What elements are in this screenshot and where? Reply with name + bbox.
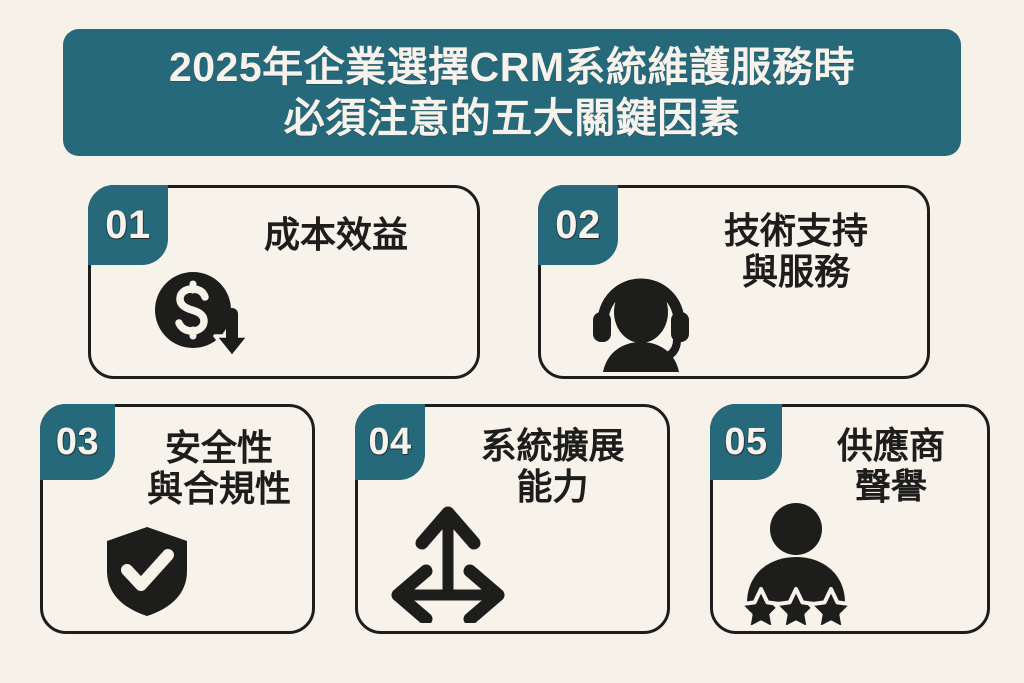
factor-card-05[interactable]: 05 供應商 聲譽 <box>710 404 990 634</box>
person-three-stars-icon <box>735 499 857 625</box>
scalability-arrows-icon <box>386 499 510 623</box>
card-number-badge-03: 03 <box>40 404 115 480</box>
money-down-arrow-icon <box>149 264 257 372</box>
factor-card-03[interactable]: 03 安全性 與合規性 <box>40 404 315 634</box>
card-title-05: 供應商 聲譽 <box>836 425 945 508</box>
card-title-01: 成本效益 <box>263 214 408 255</box>
card-number-badge-02: 02 <box>538 185 618 265</box>
star-3 <box>808 587 854 625</box>
card-title-02: 技術支持 與服務 <box>723 210 868 293</box>
title-line-1: 2025年企業選擇CRM系統維護服務時 <box>168 44 856 91</box>
title-banner: 2025年企業選擇CRM系統維護服務時 必須注意的五大關鍵因素 <box>63 29 961 156</box>
factor-card-04[interactable]: 04 系統擴展 能力 <box>355 404 670 634</box>
factor-card-01[interactable]: 01 成本效益 <box>88 185 480 379</box>
headset-support-icon <box>585 260 697 372</box>
card-number-badge-05: 05 <box>710 404 782 480</box>
card-number-badge-04: 04 <box>355 404 425 480</box>
card-title-04: 系統擴展 能力 <box>480 425 625 508</box>
card-title-03: 安全性 與合規性 <box>146 427 291 510</box>
card-number-badge-01: 01 <box>88 185 168 265</box>
factor-card-02[interactable]: 02 技術支持 與服務 <box>538 185 930 379</box>
title-line-2: 必須注意的五大關鍵因素 <box>283 94 741 141</box>
shield-check-icon <box>101 523 193 619</box>
